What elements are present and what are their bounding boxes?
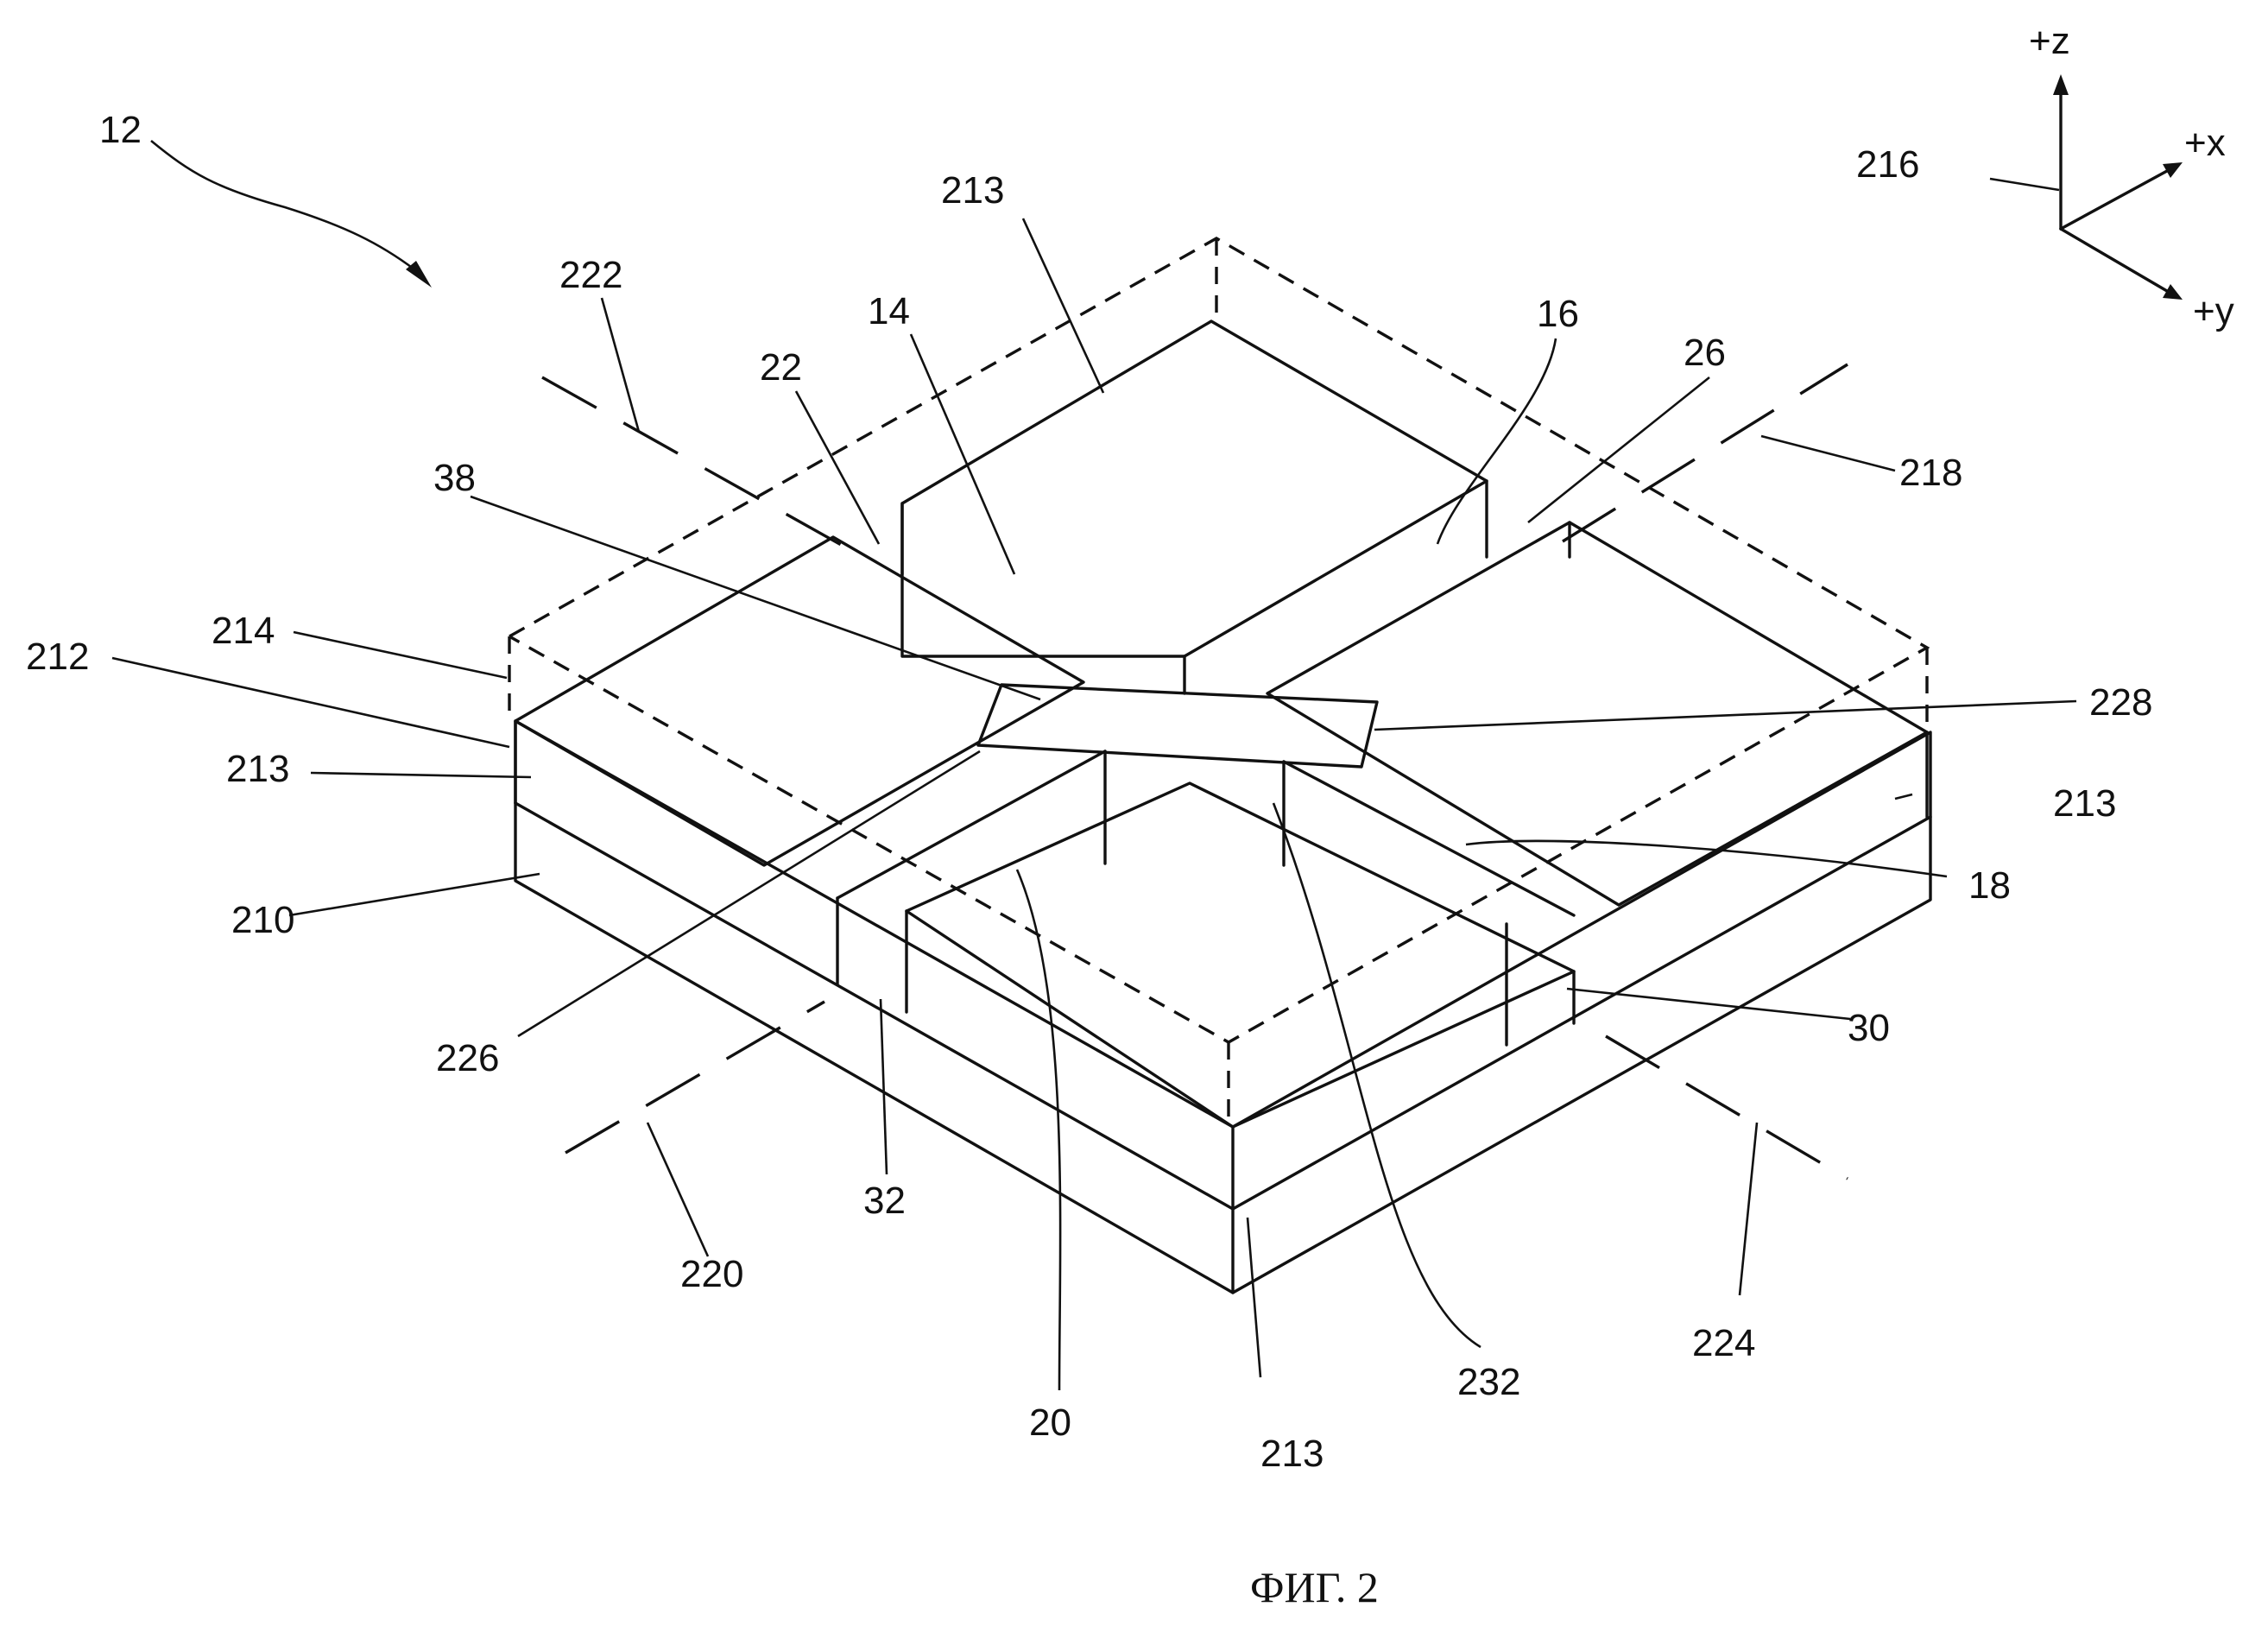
label-214: 214 — [212, 610, 275, 652]
label-32: 32 — [863, 1180, 906, 1222]
label-213-left: 213 — [226, 748, 289, 790]
axis-z-label: +z — [2029, 20, 2070, 62]
label-20: 20 — [1029, 1401, 1071, 1444]
label-26: 26 — [1684, 332, 1726, 374]
layered-structure — [515, 321, 1930, 1293]
figure-caption: ФИГ. 2 — [1250, 1563, 1379, 1611]
label-212: 212 — [26, 636, 89, 678]
label-14: 14 — [868, 290, 910, 332]
label-30: 30 — [1848, 1007, 1890, 1049]
reference-labels: 12 213 216 222 14 22 16 26 218 38 214 21… — [26, 109, 2152, 1475]
label-213-right: 213 — [2053, 782, 2116, 825]
label-228: 228 — [2089, 681, 2152, 724]
label-210: 210 — [231, 899, 294, 941]
label-12: 12 — [99, 109, 142, 151]
axis-y-label: +y — [2193, 290, 2234, 332]
leader-lines — [112, 141, 2076, 1390]
label-226: 226 — [436, 1037, 499, 1079]
label-218: 218 — [1899, 452, 1962, 494]
label-232: 232 — [1457, 1361, 1520, 1403]
label-22: 22 — [760, 346, 802, 389]
label-224: 224 — [1692, 1322, 1755, 1364]
label-220: 220 — [680, 1253, 743, 1295]
label-216: 216 — [1856, 143, 1919, 186]
label-18: 18 — [1968, 864, 2011, 907]
label-213-bottom: 213 — [1260, 1433, 1324, 1475]
z-arrow-icon — [2053, 74, 2069, 95]
axis-x-label: +x — [2184, 122, 2226, 164]
coordinate-axes: +z +x +y — [2029, 20, 2234, 332]
label-222: 222 — [559, 254, 622, 296]
label-38: 38 — [433, 457, 476, 499]
label-16: 16 — [1537, 293, 1579, 335]
label-213-top: 213 — [941, 169, 1004, 212]
